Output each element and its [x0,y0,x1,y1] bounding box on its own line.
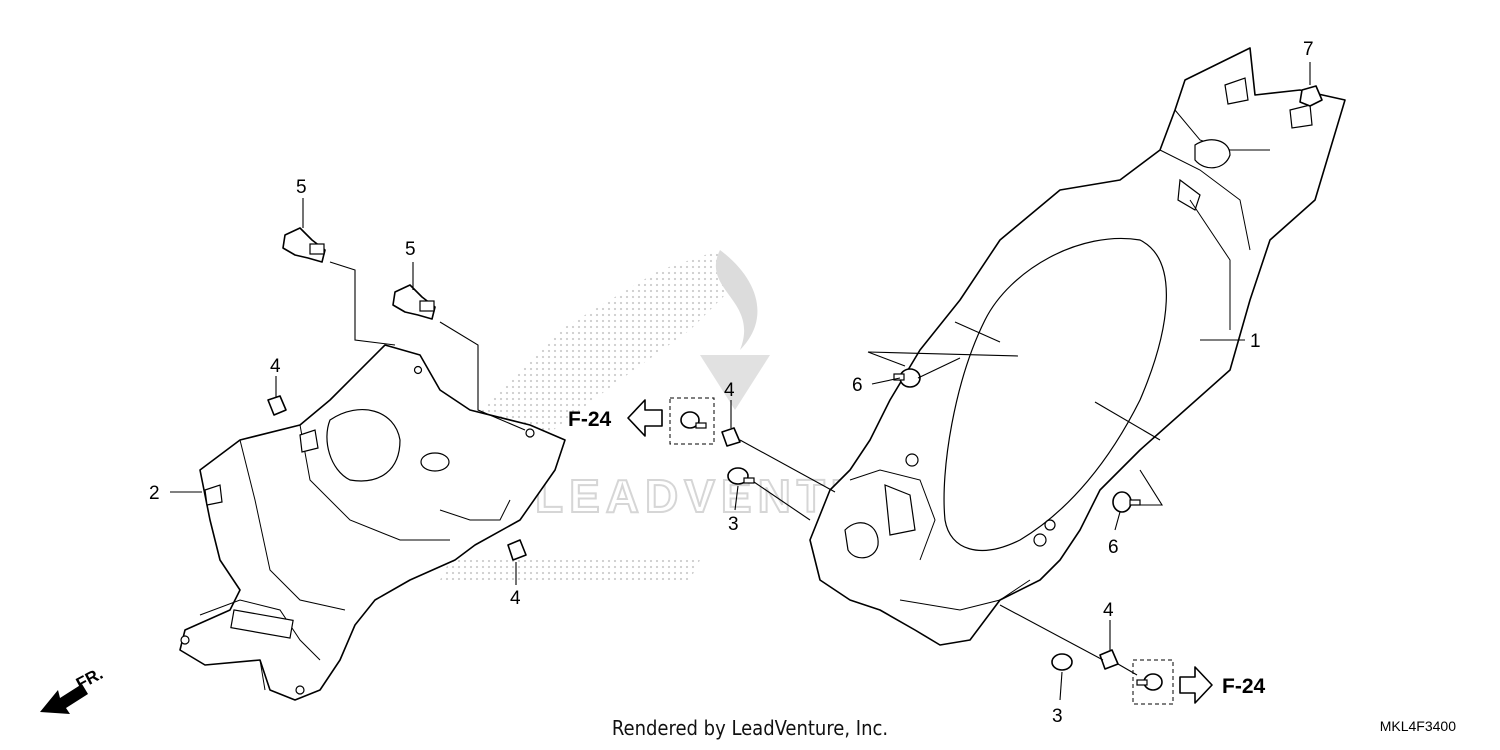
callout-3-mid: 3 [728,514,739,535]
part-4-nut-center[interactable] [507,539,527,561]
callout-6-left: 6 [852,375,863,396]
reference-f24-left[interactable]: F-24 [568,408,612,431]
callout-5-upper: 5 [296,177,307,198]
part-4-nut-mid[interactable] [721,427,741,447]
part-3-screw-mid[interactable] [727,467,755,485]
part-5-clip-upper[interactable] [282,227,326,263]
callout-6-right: 6 [1108,537,1119,558]
f24-left-detail [669,397,715,445]
f24-right-arrow [1179,666,1213,704]
part-4-nut-left[interactable] [267,395,287,416]
callout-4-right: 4 [1103,600,1114,621]
callout-3-bottom: 3 [1052,706,1063,727]
callout-4-center: 4 [510,588,521,609]
f24-right-detail [1132,659,1174,705]
part-3-screw-bottom[interactable] [1051,653,1073,671]
reference-f24-right[interactable]: F-24 [1222,675,1266,698]
part-2-inner-fender[interactable] [179,344,566,701]
front-direction-arrow [40,684,88,714]
callout-2: 2 [149,483,160,504]
part-1-rear-fender[interactable] [809,47,1346,646]
f24-left-arrow [627,399,663,437]
part-5-clip-lower[interactable] [392,284,436,320]
callout-7: 7 [1303,39,1314,60]
part-6-bolt-right[interactable] [1112,491,1141,513]
part-7-grommet[interactable] [1299,85,1323,107]
footer-credit: Rendered by LeadVenture, Inc. [611,716,889,740]
callout-4-mid: 4 [724,380,735,401]
callout-5-lower: 5 [405,239,416,260]
leader-lines [170,62,1311,701]
diagram-code: MKL4F3400 [1379,718,1456,734]
callout-1: 1 [1250,331,1261,352]
callout-4-left: 4 [270,356,281,377]
